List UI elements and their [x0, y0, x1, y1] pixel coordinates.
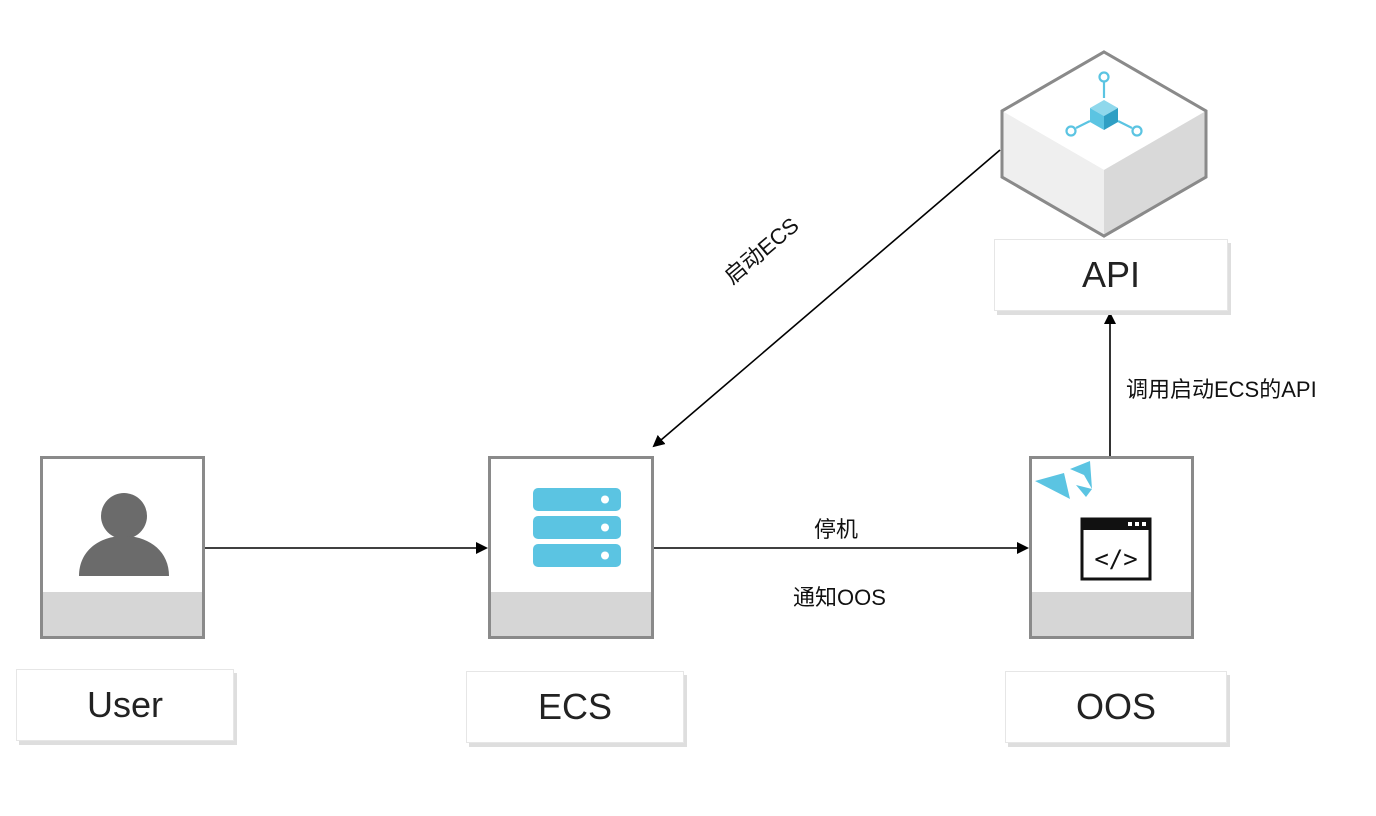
edge-api-to-ecs: [652, 149, 1001, 448]
oos-label: OOS: [1005, 671, 1227, 743]
oos-node[interactable]: </>: [1029, 456, 1194, 639]
ecs-node[interactable]: [488, 456, 654, 639]
edge-label-call-api: 调用启动ECS的API: [1126, 377, 1317, 402]
oos-brand-icon: [1035, 461, 1092, 499]
edge-label-notify-oos: 通知OOS: [793, 585, 886, 610]
code-window-icon: </>: [1080, 517, 1152, 581]
oos-node-footer: [1032, 592, 1191, 636]
ecs-node-footer: [491, 592, 651, 636]
user-node-footer: [43, 592, 202, 636]
api-label: API: [994, 239, 1228, 311]
server-stack-icon: [533, 488, 621, 567]
user-label: User: [16, 669, 234, 741]
ecs-label: ECS: [466, 671, 684, 743]
svg-text:</>: </>: [1094, 545, 1137, 573]
api-cube-icon: [1000, 50, 1208, 238]
user-avatar-icon: [79, 493, 169, 576]
user-node[interactable]: [40, 456, 205, 639]
edge-label-shutdown: 停机: [814, 517, 859, 542]
